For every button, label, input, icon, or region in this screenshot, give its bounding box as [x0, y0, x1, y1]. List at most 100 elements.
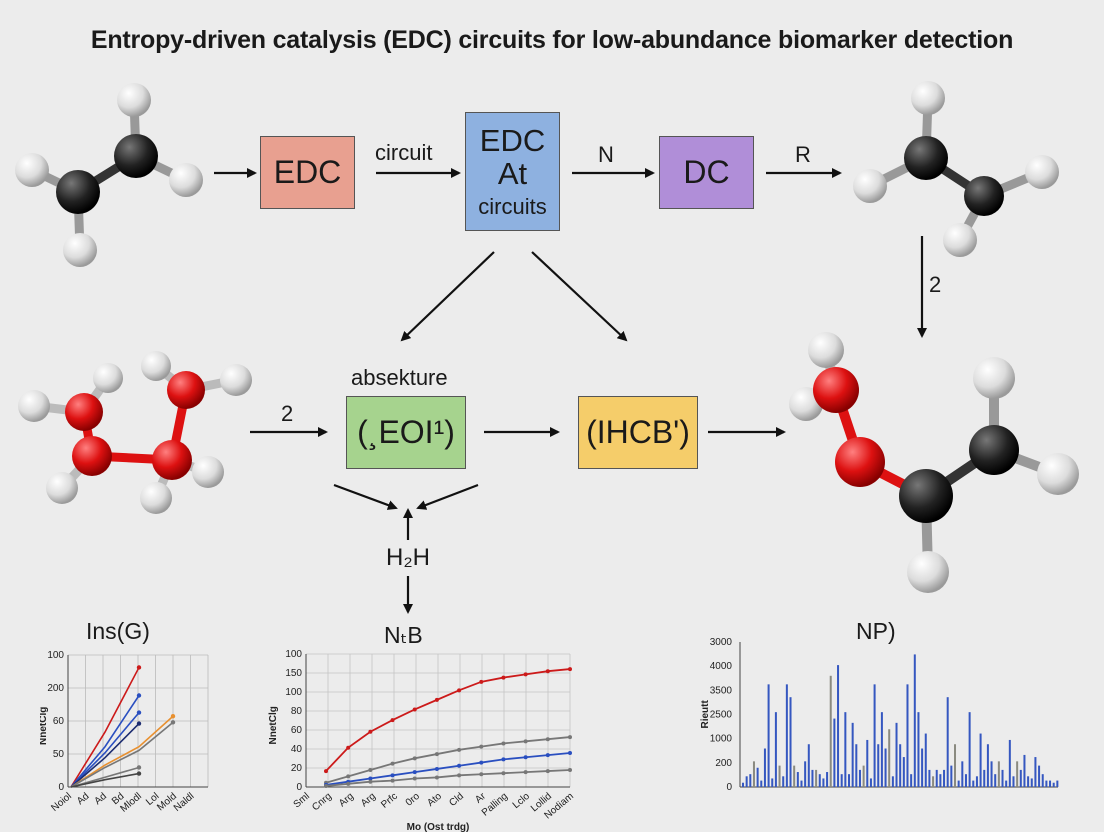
chart3-bar — [943, 769, 946, 787]
chart3-bar — [782, 776, 785, 787]
edc-circuits-line1: EDC — [479, 123, 546, 159]
chart3-bar — [877, 744, 880, 787]
chart2-point — [412, 707, 417, 712]
molecule-top-left — [15, 83, 203, 267]
chart2-point — [523, 770, 528, 775]
chart2-x-tick: Sml — [292, 791, 312, 811]
chart3-bar — [1056, 780, 1059, 787]
chart3-bar — [957, 780, 960, 787]
chart3-bar — [1034, 757, 1037, 787]
chart2-point — [434, 752, 439, 757]
flow-arrows — [214, 168, 927, 614]
eoi-box: (¸EOI¹) — [346, 396, 466, 469]
chart2-point — [434, 766, 439, 771]
chart3-y-tick: 200 — [715, 758, 732, 769]
chart3-bar — [760, 780, 763, 787]
chart3-bar — [822, 778, 825, 787]
chart2-x-tick: 0ro — [404, 791, 422, 809]
chart3-bar — [913, 654, 916, 787]
chart3-bar — [906, 684, 909, 787]
chart3-bar — [774, 712, 777, 787]
chart1-series-line — [70, 772, 140, 788]
label-two-right: 2 — [929, 272, 942, 297]
chart3-bar — [939, 774, 942, 787]
chart3-bar — [767, 684, 770, 787]
chart2-point — [390, 773, 395, 778]
chart1-point — [136, 721, 142, 726]
chart3-bar — [910, 774, 913, 787]
chart2-point — [523, 672, 528, 677]
chart3-bar — [921, 748, 924, 787]
chart3-bar — [891, 776, 894, 787]
chart3-bar — [961, 761, 964, 787]
chart2-point — [346, 781, 351, 786]
chart2-point — [324, 783, 328, 788]
chart1-x-tick: Ad — [75, 791, 91, 807]
chart1-y-tick: 50 — [53, 749, 65, 760]
molecule-middle-right — [789, 332, 1079, 593]
chart2-y-tick: 0 — [296, 782, 302, 793]
chart3-bar — [818, 774, 821, 787]
chart3-bar — [851, 722, 854, 787]
chart2-x-tick: Arg — [359, 791, 378, 809]
chart3-bar — [1005, 780, 1008, 787]
chart3-bar — [752, 761, 755, 787]
chart3-bar — [833, 718, 836, 787]
chart2-y-tick: 80 — [291, 706, 303, 717]
chart2-point — [457, 688, 462, 693]
label-h2h: H₂H — [386, 544, 430, 571]
chart1-y-tick: 0 — [58, 782, 64, 793]
chart3-bar — [771, 778, 774, 787]
chart2-point — [457, 747, 462, 752]
chart3-bar — [983, 769, 986, 787]
arrow-converge-left — [333, 483, 398, 510]
chart2-point — [346, 745, 351, 750]
arrow-converge-right — [416, 483, 479, 510]
chart2-point — [368, 779, 373, 784]
chart3-bar — [975, 776, 978, 787]
chart2-point — [523, 755, 528, 760]
chart3-y-tick: 1000 — [710, 734, 733, 745]
chart1-point — [136, 765, 142, 770]
chart3-bar — [888, 729, 891, 787]
chart2-point — [434, 775, 439, 780]
chart3-y-tick: 3500 — [710, 685, 733, 696]
chart2-point — [545, 737, 550, 742]
chart2-series — [324, 667, 572, 788]
label-circuit: circuit — [375, 140, 433, 165]
chart2-point — [390, 718, 395, 723]
chart2-point — [434, 697, 439, 702]
chart3-bar — [811, 769, 814, 787]
chart1-x-tick: Ad — [92, 791, 108, 807]
chart3-bar — [1045, 780, 1048, 787]
chart2-series-line — [325, 668, 571, 772]
page-title: Entropy-driven catalysis (EDC) circuits … — [90, 26, 1014, 54]
chart3-ylabel: Rieutt — [700, 700, 711, 729]
chart2-point — [523, 739, 528, 744]
chart3-bar — [745, 776, 748, 787]
chart2-y-tick: 40 — [291, 744, 303, 755]
chart3-bar — [749, 774, 752, 787]
chart2-x-tick: Ar — [473, 790, 488, 805]
chart2-point — [390, 761, 395, 766]
chart3-bar — [778, 765, 781, 787]
label-n: N — [598, 142, 614, 167]
chart1-point — [170, 714, 176, 719]
label-r: R — [795, 142, 811, 167]
chart3-bar — [804, 761, 807, 787]
chart3-bar — [873, 684, 876, 787]
chart3-bar — [793, 765, 796, 787]
chart3-bar — [924, 733, 927, 787]
chart2-point — [346, 774, 351, 779]
chart2-point — [545, 769, 550, 774]
chart2-series-line — [325, 736, 571, 784]
chart3-bar — [954, 744, 957, 787]
label-two-left: 2 — [281, 401, 294, 426]
chart2-point — [568, 751, 572, 755]
chart1-series-line — [70, 715, 174, 788]
chart1-series — [70, 665, 176, 788]
chart2-point — [412, 756, 417, 761]
ihcb-box: (IHCB') — [578, 396, 698, 469]
chart3-bar — [858, 769, 861, 787]
chart2-y-tick: 100 — [285, 687, 302, 698]
